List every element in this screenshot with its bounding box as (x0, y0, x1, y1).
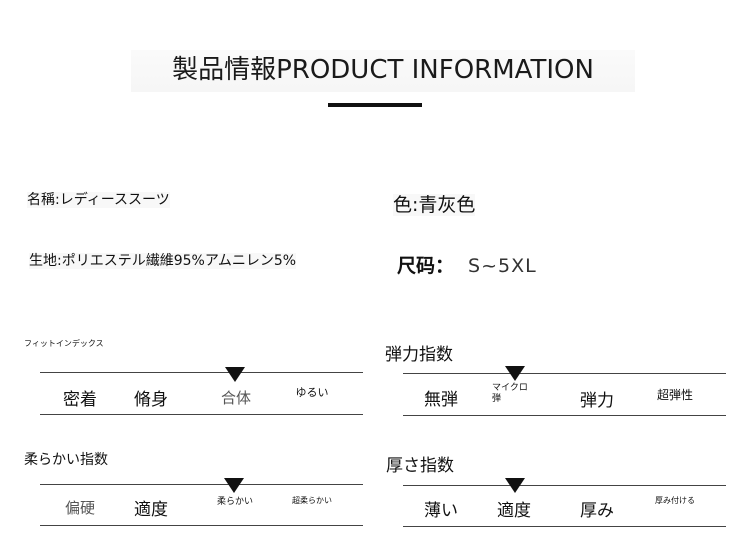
elasticity-bottom-line (403, 415, 726, 416)
softness-option-3: 柔らかい (216, 497, 254, 507)
fit-bottom-line (40, 414, 363, 415)
thickness-option-3: 厚み (580, 501, 614, 521)
fit-option-1: 密着 (63, 390, 97, 410)
thickness-option-4: 厚み付ける (655, 496, 695, 505)
product-material-text: 生地:ポリエステル繊維95%アムニレン5% (29, 253, 297, 269)
title-banner: 製品情報PRODUCT INFORMATION (131, 50, 635, 92)
fit-index-label: フィットインデックス (24, 339, 104, 348)
title-underline (328, 103, 422, 107)
softness-index-label: 柔らかい指数 (24, 452, 108, 468)
softness-option-2: 適度 (134, 500, 168, 520)
softness-option-4: 超柔らかい (292, 496, 332, 505)
elasticity-index-label: 弾力指数 (385, 345, 453, 365)
fit-option-4: ゆるい (295, 386, 329, 399)
thickness-marker-icon (505, 478, 525, 493)
thickness-index-label: 厚さ指数 (386, 456, 454, 476)
elasticity-option-3: 弾力 (580, 391, 614, 411)
thickness-option-2: 適度 (497, 501, 531, 521)
product-size: 尺码： S~5XL (397, 251, 537, 278)
fit-option-3: 合体 (220, 389, 252, 407)
page-title: 製品情報PRODUCT INFORMATION (172, 55, 594, 85)
elasticity-top-line (403, 373, 726, 374)
elasticity-option-4: 超弾性 (656, 388, 694, 402)
elasticity-marker-icon (505, 366, 525, 381)
softness-option-1: 偏硬 (64, 499, 96, 517)
softness-top-line (40, 484, 363, 485)
thickness-option-1: 薄い (424, 501, 458, 521)
thickness-bottom-line (403, 526, 726, 527)
elasticity-option-1: 無弾 (424, 390, 458, 410)
fit-top-line (40, 372, 363, 373)
elasticity-option-2: マイクロ 弾 (492, 383, 528, 405)
elasticity-option-2-line1: マイクロ (492, 383, 528, 393)
product-color: 色:青灰色 (393, 190, 476, 217)
size-value: S~5XL (468, 255, 537, 277)
product-material: 生地:ポリエステル繊維95%アムニレン5% (29, 250, 297, 270)
fit-option-2: 脩身 (134, 390, 168, 410)
size-label: 尺码： (397, 255, 455, 277)
product-name-text: 名稱:レディーススーツ (27, 192, 170, 208)
fit-marker-icon (225, 367, 245, 382)
softness-bottom-line (40, 525, 363, 526)
product-name: 名稱:レディーススーツ (27, 189, 170, 209)
softness-marker-icon (224, 478, 244, 493)
elasticity-option-2-line2: 弾 (492, 394, 502, 404)
product-color-text: 色:青灰色 (393, 194, 476, 216)
thickness-top-line (403, 485, 726, 486)
